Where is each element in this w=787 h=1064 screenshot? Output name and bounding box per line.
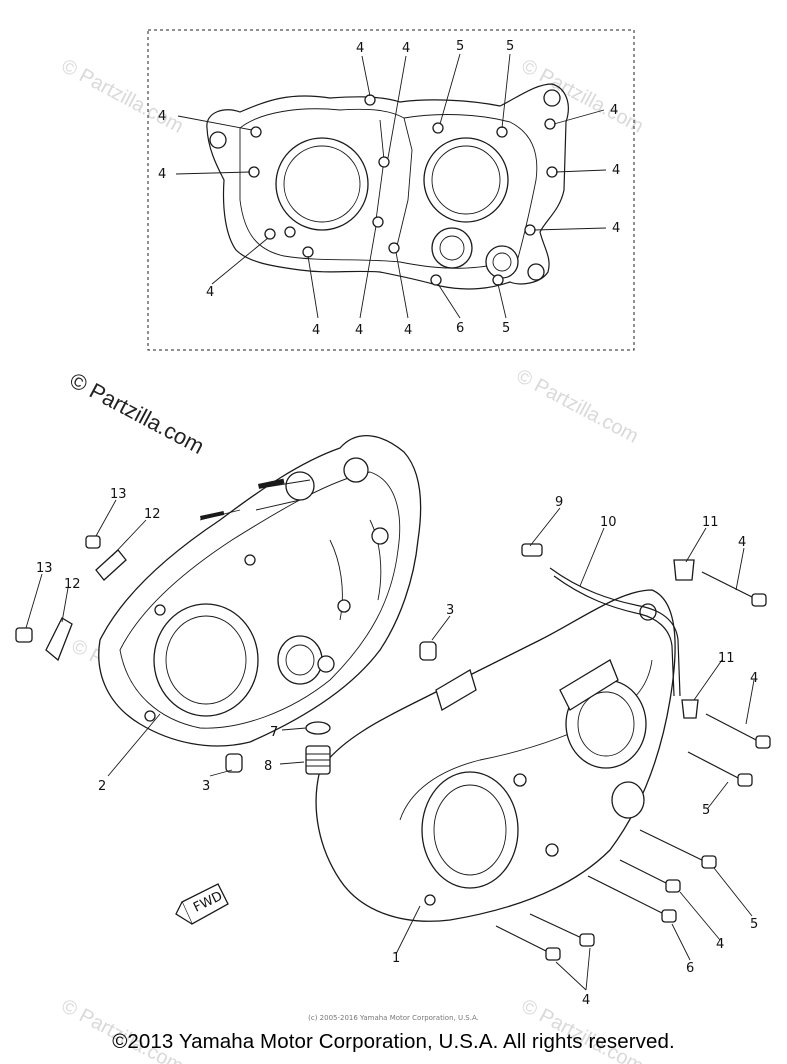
main-callout-labels: 13 12 13 12 3 2 3 7 8 9 10 11 4 11 4 5 1… <box>36 487 758 1008</box>
callout-label: 4 <box>206 285 214 300</box>
inset-case-inner <box>239 108 538 269</box>
callout-label: 6 <box>686 961 694 976</box>
watermark: © Partzilla.com <box>513 365 642 448</box>
callout-label: 4 <box>355 323 363 338</box>
callout-label: 4 <box>158 109 166 124</box>
callout-label: 5 <box>702 803 710 818</box>
callout-label: 4 <box>402 41 410 56</box>
inset-callout-labels: 4 4 5 5 4 4 4 4 4 4 4 4 4 6 5 <box>158 39 620 338</box>
callout-label: 10 <box>600 515 617 530</box>
callout-label: 11 <box>702 515 719 530</box>
case-rib <box>375 119 385 221</box>
callout-label: 5 <box>506 39 514 54</box>
copyright-small: (c) 2005-2016 Yamaha Motor Corporation, … <box>308 1014 479 1022</box>
callout-label: 6 <box>456 321 464 336</box>
inset-case-outline <box>206 83 569 290</box>
small-parts <box>15 535 771 961</box>
watermark-dark: © Partzilla.com <box>66 367 209 459</box>
callout-label: 7 <box>270 725 278 740</box>
callout-label: 13 <box>36 561 53 576</box>
callout-label: 2 <box>98 779 106 794</box>
inset-top-view: 4 4 5 5 4 4 4 4 4 4 4 4 4 6 5 <box>147 29 635 351</box>
callout-label: 4 <box>738 535 746 550</box>
right-cylinder-bore <box>423 137 509 223</box>
inset-leaders <box>175 53 607 319</box>
right-crankcase-half <box>315 589 676 922</box>
bearing-seat-inner <box>492 252 512 272</box>
callout-label: 4 <box>312 323 320 338</box>
callout-label: 4 <box>610 103 618 118</box>
callout-label: 4 <box>404 323 412 338</box>
callout-label: 11 <box>718 651 735 666</box>
callout-label: 8 <box>264 759 272 774</box>
callout-label: 1 <box>392 951 400 966</box>
right-cylinder-bore-inner <box>431 145 501 215</box>
main-leaders <box>25 499 755 991</box>
case-rib <box>395 117 413 251</box>
left-crankcase-half <box>98 435 422 747</box>
bearing-seat-inner <box>439 235 465 261</box>
inset-frame <box>147 29 635 351</box>
callout-label: 4 <box>356 41 364 56</box>
bearing-seat <box>485 245 519 279</box>
callout-label: 3 <box>446 603 454 618</box>
callout-label: 5 <box>750 917 758 932</box>
inset-bolt-holes <box>248 94 558 286</box>
callout-label: 13 <box>110 487 127 502</box>
callout-label: 3 <box>202 779 210 794</box>
bearing-seat <box>431 227 473 269</box>
callout-label: 4 <box>158 167 166 182</box>
callout-label: 9 <box>555 495 563 510</box>
callout-label: 5 <box>456 39 464 54</box>
callout-label: 4 <box>750 671 758 686</box>
watermark: © Partzilla.com <box>518 55 647 138</box>
callout-label: 12 <box>64 577 81 592</box>
callout-label: 4 <box>716 937 724 952</box>
callout-label: 4 <box>582 993 590 1008</box>
mount-boss <box>527 263 545 281</box>
copyright-main: ©2013 Yamaha Motor Corporation, U.S.A. A… <box>112 1030 675 1053</box>
left-cylinder-bore-inner <box>283 145 361 223</box>
mount-boss <box>209 131 227 149</box>
callout-label: 5 <box>502 321 510 336</box>
callout-label: 4 <box>612 163 620 178</box>
callout-label: 4 <box>612 221 620 236</box>
callout-label: 12 <box>144 507 161 522</box>
left-cylinder-bore <box>275 137 369 231</box>
watermark: © Partzilla.com <box>58 55 187 138</box>
fwd-arrow-tag: FWD <box>175 883 229 925</box>
mount-boss <box>543 89 561 107</box>
